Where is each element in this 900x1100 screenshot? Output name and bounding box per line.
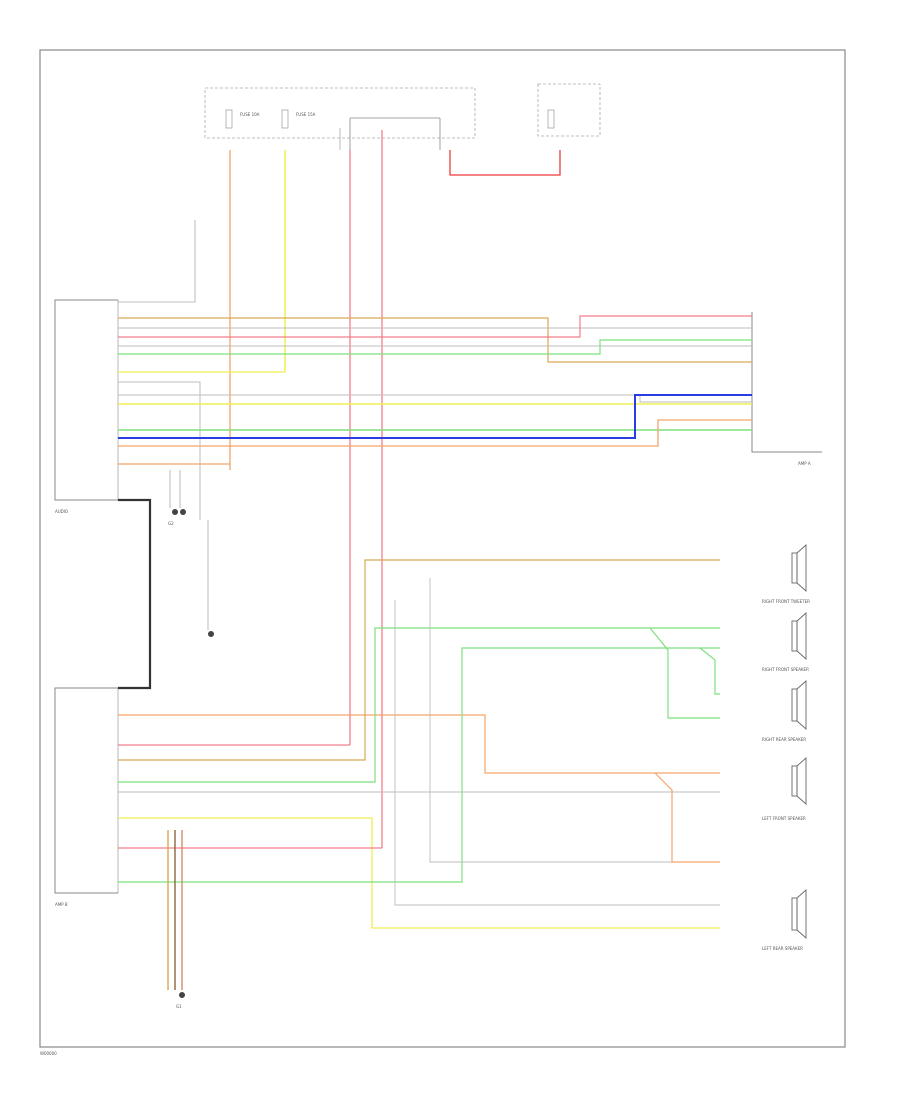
fuse-block: FUSE 10A FUSE 15A xyxy=(204,83,601,150)
lower-module-label: AMP B xyxy=(55,902,68,907)
lower-output-wires xyxy=(118,559,720,990)
left-front-speaker-label: LEFT FRONT SPEAKER xyxy=(762,816,806,821)
right-front-tweeter-label: RIGHT FRONT TWEETER xyxy=(762,599,810,604)
left-front-speaker: LEFT FRONT SPEAKER xyxy=(762,756,807,821)
ground-g2: G2 xyxy=(168,509,186,526)
right-front-speaker: RIGHT FRONT SPEAKER xyxy=(762,611,809,672)
ground-g1-label: G1 xyxy=(176,1004,182,1009)
right-connector-a: AMP A xyxy=(751,312,822,466)
figure-id: W00000 xyxy=(40,1051,57,1056)
right-front-speaker-label: RIGHT FRONT SPEAKER xyxy=(762,667,809,672)
ground-g1: G1 xyxy=(176,992,185,1009)
ground-g2-label: G2 xyxy=(168,521,174,526)
right-rear-speaker-label: RIGHT REAR SPEAKER xyxy=(762,737,806,742)
fuse-2-label: FUSE 15A xyxy=(296,112,316,117)
right-rear-speaker: RIGHT REAR SPEAKER xyxy=(762,679,807,742)
right-front-tweeter: RIGHT FRONT TWEETER xyxy=(762,543,810,604)
lower-module: AMP B xyxy=(54,687,119,907)
left-rear-speaker-label: LEFT REAR SPEAKER xyxy=(762,946,803,951)
upper-output-wires xyxy=(118,315,752,630)
left-rear-speaker: LEFT REAR SPEAKER xyxy=(762,888,807,951)
ground-connector-mid xyxy=(208,631,214,637)
fuse-2 xyxy=(281,109,289,129)
diagram-frame xyxy=(39,49,846,1048)
fuse-1-label: FUSE 10A xyxy=(240,112,260,117)
module-link-wire xyxy=(118,498,152,690)
fuse-1 xyxy=(225,109,233,129)
right-connector-a-label: AMP A xyxy=(798,461,811,466)
upper-module: AUDIO xyxy=(54,299,119,514)
upper-module-label: AUDIO xyxy=(55,509,68,514)
feed-wires xyxy=(118,130,561,848)
